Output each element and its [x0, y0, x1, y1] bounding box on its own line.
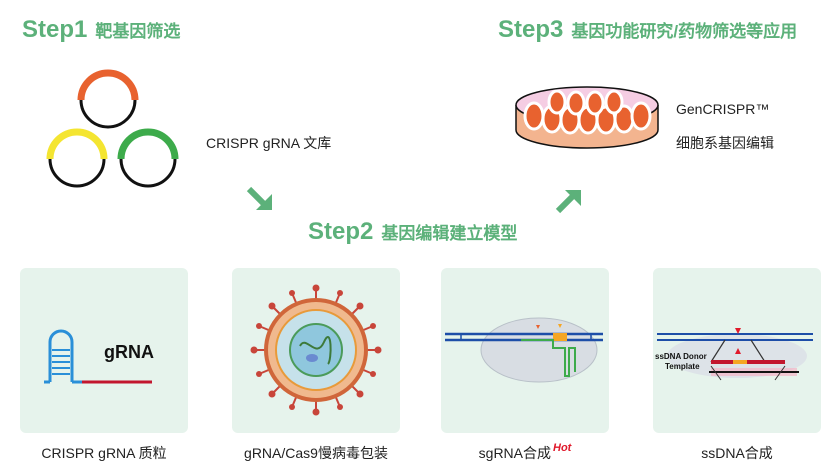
step3-number: Step3 — [498, 16, 564, 43]
library-label: CRISPR gRNA 文库 — [206, 135, 332, 151]
petri-dish-icon — [515, 86, 659, 149]
card-grna-plasmid-label: CRISPR gRNA 质粒 — [41, 445, 167, 461]
step3-title: Step3 基因功能研究/药物筛选等应用 — [498, 16, 797, 44]
arrow-up-right-icon — [555, 190, 581, 214]
grna-hairpin-icon — [44, 329, 152, 384]
card-lentivirus-label: gRNA/Cas9慢病毒包装 — [244, 445, 388, 461]
sgrna-synthesis-icon — [445, 317, 603, 383]
step1-number: Step1 — [22, 16, 88, 43]
plasmid-library-icon — [46, 69, 179, 188]
sgrna-label-text: sgRNA合成 — [478, 445, 552, 461]
grna-inner-label: gRNA — [104, 342, 154, 362]
step2-number: Step2 — [308, 218, 374, 245]
step1-text: 靶基因筛选 — [95, 22, 181, 41]
card-ssdna[interactable]: ssDNA Donor Template — [653, 268, 821, 433]
gencrispr-subtitle: 细胞系基因编辑 — [676, 135, 774, 151]
card-ssdna-label: ssDNA合成 — [701, 445, 773, 461]
step1-title: Step1 靶基因筛选 — [22, 16, 180, 44]
gencrispr-title: GenCRISPR™ — [676, 101, 770, 117]
arrow-down-right-icon — [246, 186, 272, 210]
card-grna-plasmid[interactable]: gRNA — [20, 268, 188, 433]
step3-text: 基因功能研究/药物筛选等应用 — [571, 22, 798, 41]
ssdna-donor-label: ssDNA Donor Template — [655, 352, 707, 372]
ssdna-donor-line2: Template — [665, 362, 700, 371]
lentivirus-icon — [250, 284, 382, 416]
ssdna-donor-icon — [657, 328, 813, 381]
step2-text: 基因编辑建立模型 — [381, 224, 518, 243]
card-lentivirus[interactable] — [232, 268, 400, 433]
ssdna-donor-line1: ssDNA Donor — [655, 352, 707, 361]
card-sgrna[interactable] — [441, 268, 609, 433]
hot-badge: Hot — [553, 442, 572, 454]
step2-title: Step2 基因编辑建立模型 — [308, 218, 517, 246]
